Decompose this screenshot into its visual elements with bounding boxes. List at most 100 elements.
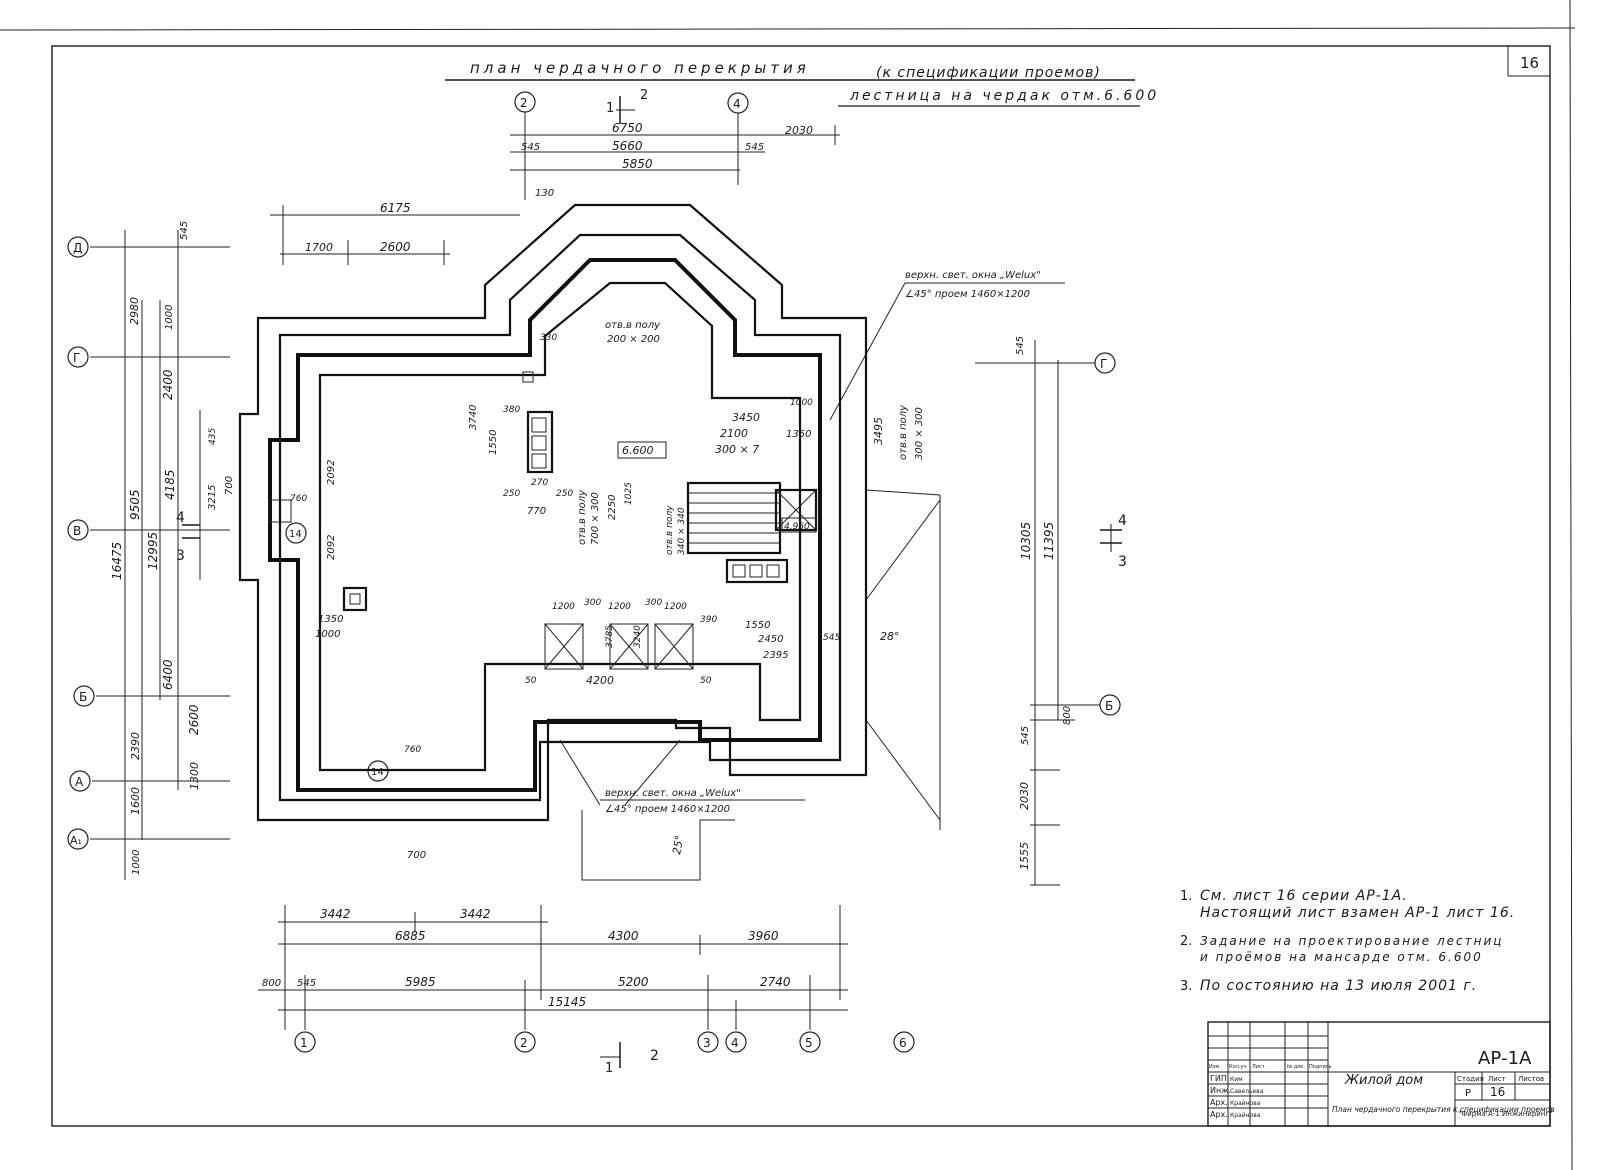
- axis-bottom-4: 4: [731, 1036, 739, 1050]
- label-bottom-dims-d3960: 3960: [748, 929, 779, 943]
- tb-object: Жилой дом: [1344, 1073, 1423, 1088]
- label-plan-labels-d250b: 250: [556, 489, 573, 499]
- label-title-block-roles-1: Инж.: [1210, 1086, 1231, 1095]
- axis-bottom-5: 5: [805, 1036, 813, 1050]
- label-plan-labels-d4200: 4200: [586, 674, 614, 687]
- label-plan-labels-skylight-top-size: ∠45° проем 1460×1200: [905, 289, 1030, 300]
- axis-left-V: В: [73, 524, 81, 538]
- label-plan-labels-d1550: 1550: [488, 430, 499, 455]
- label-left-dims-d6400: 6400: [161, 659, 175, 690]
- drawing-title: план чердачного перекрытия (к спецификац…: [445, 59, 1159, 107]
- label-plan-labels-d1000: 1000: [315, 629, 340, 640]
- general-notes: 1. См. лист 16 серии АР-1А. Настоящий ли…: [1180, 888, 1515, 994]
- title-sub: лестница на чердак отм.6.600: [849, 88, 1159, 104]
- label-plan-labels-d3215: 3215: [207, 485, 218, 510]
- label-section-marks-left-3: 3: [176, 548, 185, 564]
- label-left-dims-d16475: 16475: [110, 542, 124, 580]
- label-plan-labels-d25: 25°: [670, 834, 686, 855]
- axis-left-A1: А₁: [70, 834, 82, 847]
- node-14-bottom: 14: [371, 767, 384, 778]
- label-plan-labels-d2100: 2100: [720, 427, 748, 440]
- label-plan-labels-otv-340-size: 340 × 340: [677, 507, 687, 555]
- tb-stage: Р: [1465, 1088, 1471, 1099]
- bottom-dimensions: 3442 3442 6885 4300 3960 800 545 5985 52…: [258, 850, 848, 1030]
- label-plan-labels-d760b: 760: [290, 494, 307, 504]
- label-section-marks-top-2: 2: [640, 88, 648, 103]
- label-plan-labels-otv-300-size: 300 × 300: [914, 407, 925, 460]
- label-plan-labels-d760a: 760: [404, 745, 421, 755]
- label-title-block-names-0: Ким: [1230, 1076, 1243, 1083]
- label-top-dims-d2030: 2030: [785, 124, 813, 137]
- note-3-line-1: По состоянию на 13 июля 2001 г.: [1200, 978, 1477, 994]
- tb-code: АР-1А: [1478, 1048, 1532, 1069]
- label-plan-labels-skylight-top: верхн. свет. окна „Welux": [905, 270, 1041, 281]
- label-plan-labels-d1550b: 1550: [745, 620, 770, 631]
- label-left-dims-d2390: 2390: [129, 732, 142, 760]
- axis-bottom-1: 1: [300, 1036, 308, 1050]
- label-plan-labels-otv-200: отв.в полу: [605, 320, 661, 331]
- label-plan-labels-skylight-bottom-size: ∠45° проем 1460×1200: [605, 804, 730, 815]
- label-plan-labels-d3240: 3240: [633, 625, 643, 648]
- label-plan-labels-d3495: 3495: [872, 417, 885, 445]
- label-top-dims-d6175: 6175: [380, 201, 411, 215]
- title-paren: (к спецификации проемов): [876, 65, 1101, 81]
- label-section-marks-right-3: 3: [1118, 554, 1127, 570]
- label-left-dims-d4185: 4185: [163, 469, 177, 500]
- label-right-dims-d545: 545: [1015, 336, 1026, 355]
- label-plan-labels-d300a: 300: [584, 598, 601, 608]
- label-plan-labels-d1025: 1025: [624, 482, 634, 505]
- section-mark-left: 4 3: [176, 510, 200, 564]
- label-top-dims-d130: 130: [535, 188, 554, 199]
- label-bottom-dims-d3442b: 3442: [460, 907, 491, 921]
- note-2-num: 2.: [1180, 934, 1192, 949]
- label-right-dims-d10305: 10305: [1019, 522, 1033, 560]
- label-left-dims-d1300: 1300: [188, 762, 201, 790]
- label-bottom-dims-d6885: 6885: [395, 929, 426, 943]
- axis-bottom-6: 6: [899, 1036, 907, 1050]
- axis-right-B: Б: [1105, 699, 1113, 713]
- label-title-block-stage-h: Стадия: [1457, 1075, 1484, 1083]
- note-1-line-2: Настоящий лист взамен АР-1 лист 16.: [1200, 905, 1515, 921]
- tb-firm: "Фирма А-1 Инжиниринг": [1458, 1110, 1552, 1118]
- axis-bottom-2: 2: [520, 1036, 528, 1050]
- floor-plan: [238, 203, 1065, 881]
- label-title-block-sheet-h: Лист: [1488, 1075, 1506, 1083]
- label-bottom-dims-d2740: 2740: [760, 975, 791, 989]
- axis-left-B: Б: [79, 690, 87, 704]
- label-plan-labels-d300b: 300: [645, 598, 662, 608]
- section-mark-right: 4 3: [1100, 513, 1127, 570]
- label-title-block-roles-0: ГИП: [1210, 1074, 1227, 1083]
- label-plan-labels-d1000r: 1000: [790, 398, 813, 408]
- label-bottom-dims-d3442a: 3442: [320, 907, 351, 921]
- note-2-line-2: и проёмов на мансарде отм. 6.600: [1200, 950, 1483, 964]
- label-section-marks-right-4: 4: [1118, 513, 1127, 529]
- label-title-block-roles-3: Арх.: [1210, 1110, 1228, 1119]
- label-title-block-head-0: Изм.: [1209, 1064, 1221, 1070]
- label-plan-labels-d2250: 2250: [607, 495, 618, 520]
- label-top-dims-d6750: 6750: [612, 121, 643, 135]
- label-plan-labels-d380: 380: [503, 405, 520, 415]
- label-plan-labels-d1200c: 1200: [664, 602, 687, 612]
- label-left-dims-d1000b: 1000: [131, 850, 142, 875]
- label-plan-labels-d1200b: 1200: [608, 602, 631, 612]
- title-block: АР-1А Жилой дом План чердачного перекрыт…: [1207, 1021, 1555, 1127]
- label-plan-labels-d1200a: 1200: [552, 602, 575, 612]
- label-title-block-head-1: Кол.уч.: [1229, 1064, 1248, 1070]
- label-left-dims-d9505: 9505: [128, 489, 142, 520]
- label-plan-labels-d270: 270: [531, 478, 548, 488]
- label-left-dims-d2980: 2980: [128, 297, 141, 325]
- label-right-dims-d545b: 545: [1020, 726, 1031, 745]
- label-plan-labels-d50a: 50: [525, 676, 537, 686]
- label-bottom-dims-d700: 700: [407, 850, 426, 861]
- label-plan-labels-otv-700-size: 700 × 300: [590, 492, 601, 545]
- axis-left-A: А: [75, 775, 84, 789]
- label-plan-labels-d28: 28°: [880, 630, 900, 643]
- label-section-marks-bottom-2: 2: [650, 1048, 659, 1064]
- label-top-dims-d545a: 545: [521, 142, 540, 153]
- label-plan-labels-otv-200-size: 200 × 200: [607, 334, 660, 345]
- label-plan-labels-d770: 770: [527, 506, 546, 517]
- label-plan-labels-skylight-bottom: верхн. свет. окна „Welux": [605, 788, 741, 799]
- note-1-line-1: См. лист 16 серии АР-1А.: [1200, 888, 1408, 904]
